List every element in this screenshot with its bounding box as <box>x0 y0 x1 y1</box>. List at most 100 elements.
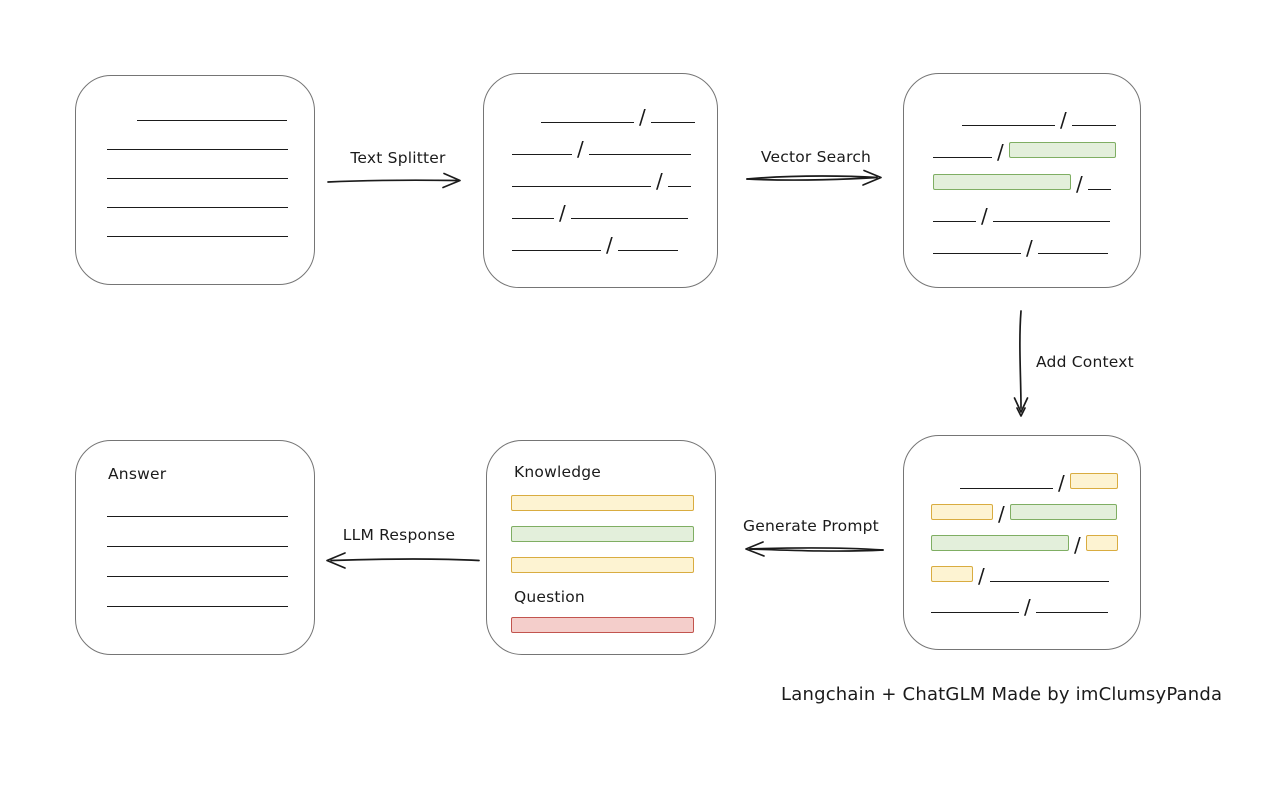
green-chunk <box>1009 504 1117 520</box>
split-chunks-box: / / / / / <box>483 73 718 288</box>
context-lines: / / / / / <box>904 436 1140 619</box>
text-row: / <box>933 172 1114 196</box>
text-line <box>931 612 1019 613</box>
llm-response-label: LLM Response <box>342 526 456 544</box>
text-row: / <box>933 108 1116 132</box>
text-line <box>512 250 601 251</box>
red-chunk <box>511 617 694 633</box>
answer-lines <box>76 483 314 607</box>
text-row: / <box>512 235 691 255</box>
text-row: / <box>512 105 695 129</box>
text-line <box>107 149 288 150</box>
text-row <box>511 495 715 511</box>
add-context-label: Add Context <box>1036 353 1134 371</box>
text-line <box>107 516 288 517</box>
question-heading: Question <box>514 588 585 606</box>
green-chunk <box>511 526 694 542</box>
green-chunk <box>1008 142 1116 158</box>
text-row: / <box>931 564 1116 588</box>
text-row: / <box>512 137 691 161</box>
slash-separator: / <box>997 140 1004 164</box>
text-row: / <box>512 201 691 225</box>
text-line <box>107 207 288 208</box>
slash-separator: / <box>1076 172 1083 196</box>
text-row: / <box>931 473 1118 493</box>
vector-search-arrow <box>746 169 882 186</box>
text-line <box>933 221 976 222</box>
text-line <box>107 546 288 547</box>
text-line <box>512 218 554 219</box>
text-row: / <box>933 236 1114 260</box>
text-row: / <box>931 533 1118 557</box>
text-line <box>989 581 1109 582</box>
text-line <box>992 221 1110 222</box>
text-line <box>617 250 678 251</box>
text-line <box>933 253 1021 254</box>
knowledge-bars <box>487 495 715 573</box>
yellow-chunk <box>511 495 694 511</box>
yellow-chunk <box>931 504 993 520</box>
green-chunk <box>931 535 1069 551</box>
text-row <box>107 531 288 547</box>
text-line <box>107 236 288 237</box>
text-line <box>962 125 1055 126</box>
document-lines <box>76 76 314 237</box>
text-row <box>511 526 715 542</box>
slash-separator: / <box>1026 236 1033 260</box>
prompt-box: Knowledge Question <box>486 440 716 655</box>
chunk-lines: / / / / / <box>484 74 717 255</box>
slash-separator: / <box>559 201 566 225</box>
text-row <box>107 134 288 150</box>
text-row <box>107 561 288 577</box>
text-splitter-arrow <box>327 172 461 189</box>
add-context-arrow <box>1013 310 1029 417</box>
text-line <box>541 122 634 123</box>
generate-prompt-arrow <box>745 541 884 557</box>
text-row: / <box>512 169 691 193</box>
diagram-caption: Langchain + ChatGLM Made by imClumsyPand… <box>781 684 1223 705</box>
text-line <box>588 154 691 155</box>
slash-separator: / <box>1024 595 1031 619</box>
text-line <box>667 186 691 187</box>
text-row <box>107 105 287 121</box>
llm-response-arrow <box>326 552 480 569</box>
text-line <box>960 488 1053 489</box>
text-row <box>107 192 288 208</box>
context-chunks-box: / / / / / <box>903 435 1141 650</box>
slash-separator: / <box>577 137 584 161</box>
text-row: / <box>931 502 1117 526</box>
text-row <box>511 617 715 633</box>
text-line <box>1071 125 1116 126</box>
slash-separator: / <box>1074 533 1081 557</box>
yellow-chunk <box>1085 535 1118 551</box>
slash-separator: / <box>998 502 1005 526</box>
text-line <box>1037 253 1108 254</box>
slash-separator: / <box>639 105 646 129</box>
text-splitter-label: Text Splitter <box>350 149 446 167</box>
slash-separator: / <box>656 169 663 193</box>
generate-prompt-label: Generate Prompt <box>743 517 879 535</box>
text-line <box>933 157 992 158</box>
slash-separator: / <box>978 564 985 588</box>
text-row <box>107 501 288 517</box>
text-line <box>1035 612 1108 613</box>
text-line <box>107 606 288 607</box>
text-row <box>107 591 288 607</box>
text-line <box>512 186 651 187</box>
vector-match-lines: / / / / / <box>904 74 1140 260</box>
text-row <box>107 163 288 179</box>
slash-separator: / <box>981 204 988 228</box>
text-row: / <box>933 204 1114 228</box>
slash-separator: / <box>1060 108 1067 132</box>
question-bar <box>487 617 715 633</box>
text-row <box>107 221 288 237</box>
text-line <box>650 122 695 123</box>
source-document-box <box>75 75 315 285</box>
text-line <box>570 218 688 219</box>
green-chunk <box>933 174 1071 190</box>
answer-box: Answer <box>75 440 315 655</box>
text-row: / <box>933 140 1116 164</box>
text-line <box>107 576 288 577</box>
text-row <box>511 557 715 573</box>
